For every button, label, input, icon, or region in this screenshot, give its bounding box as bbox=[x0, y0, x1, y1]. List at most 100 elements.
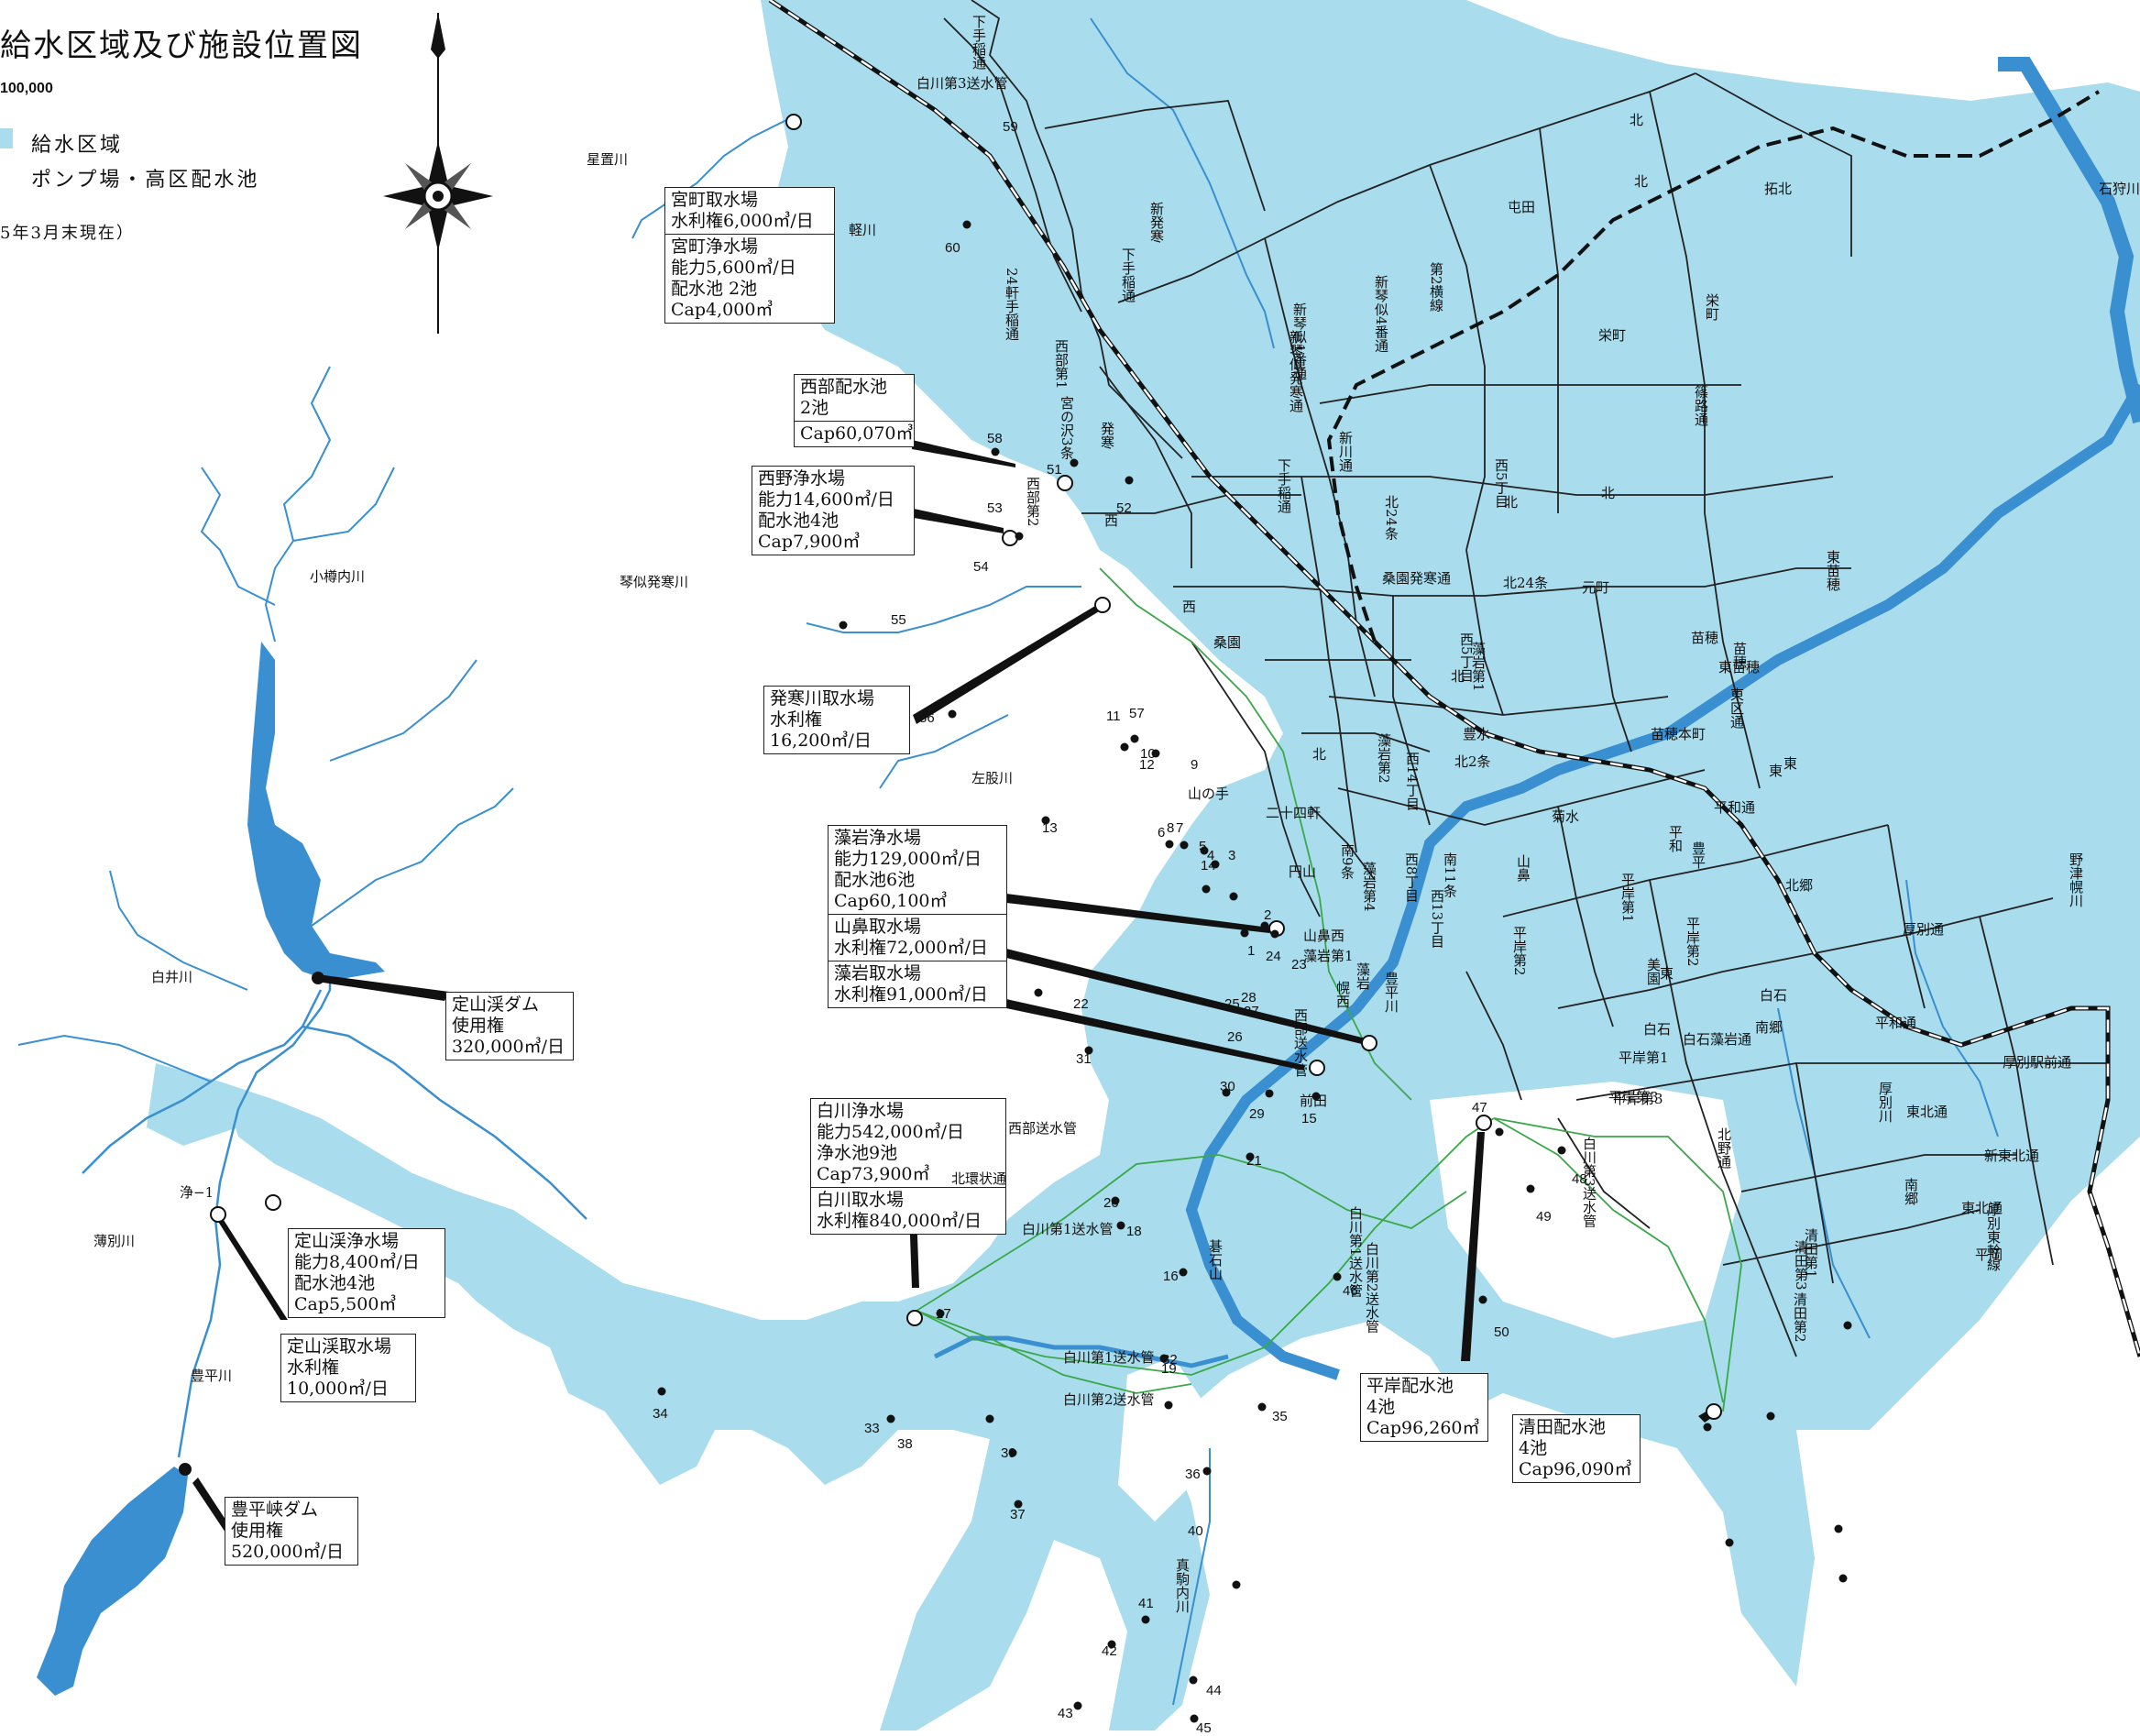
pump-station-number: 2 bbox=[1264, 907, 1272, 923]
vertical-place-label: 北 bbox=[1502, 495, 1519, 509]
facility-line: 16,200㎥/日 bbox=[770, 731, 872, 751]
pump-station-number: 47 bbox=[1472, 1100, 1487, 1115]
pump-station-number: 27 bbox=[1244, 1004, 1259, 1019]
vertical-place-label: 西13丁目 bbox=[1429, 889, 1445, 949]
facility-line: 白川取水場 bbox=[817, 1190, 905, 1210]
vertical-place-label: 南郷 bbox=[1903, 1178, 1919, 1205]
place-label: 浄−1 bbox=[180, 1184, 214, 1201]
pump-station-number: 43 bbox=[1058, 1706, 1073, 1721]
place-label: 薄別川 bbox=[93, 1233, 136, 1249]
dam-lakes bbox=[37, 642, 385, 1696]
facility-line: Cap5,500㎥ bbox=[294, 1294, 397, 1314]
facility-line: 定山渓浄水場 bbox=[294, 1231, 400, 1251]
place-label: 厚別駅前通 bbox=[2003, 1054, 2072, 1071]
facility-line: 使用権 bbox=[231, 1521, 284, 1541]
vertical-place-label: 北 bbox=[1311, 747, 1327, 761]
vertical-place-label: 東 bbox=[1658, 966, 1674, 980]
vertical-place-label: 平岸第2 bbox=[1685, 917, 1701, 967]
pump-station-number: 58 bbox=[987, 431, 1003, 446]
facility-line: 配水池4池 bbox=[758, 511, 840, 531]
facility-line: 浄水池9池 bbox=[817, 1143, 898, 1163]
facility-markers bbox=[179, 114, 1722, 1476]
vertical-place-label: 西 bbox=[1103, 513, 1119, 527]
place-label: 桑園発寒通 bbox=[1382, 570, 1452, 587]
vertical-place-label: 北 bbox=[1632, 174, 1649, 188]
place-label: 東北通 bbox=[1961, 1200, 2003, 1216]
place-label: 北環状通 bbox=[951, 1170, 1007, 1187]
map-scale: 100,000 bbox=[0, 81, 53, 96]
pump-station-number: 54 bbox=[973, 559, 989, 575]
railways bbox=[768, 0, 2140, 1357]
facility-line: Cap96,090㎥ bbox=[1519, 1459, 1632, 1479]
facility-line: 能力129,000㎥/日 bbox=[834, 849, 982, 869]
supply-area bbox=[147, 0, 2140, 1731]
pump-station-number: 37 bbox=[1010, 1507, 1026, 1522]
place-label: 北24条 bbox=[1503, 575, 1549, 591]
pump-station-number: 7 bbox=[1176, 820, 1184, 836]
place-label: 平岸第3 bbox=[1613, 1091, 1663, 1107]
pump-station-number: 22 bbox=[1073, 996, 1089, 1012]
pump-station-number: 25 bbox=[1224, 996, 1240, 1012]
vertical-place-label: 南11条 bbox=[1442, 852, 1458, 898]
legend-swatch bbox=[0, 128, 13, 148]
pump-station-number: 28 bbox=[1241, 990, 1257, 1005]
vertical-place-label: 発寒 bbox=[1099, 422, 1115, 449]
pump-station-number: 32 bbox=[1162, 1352, 1178, 1368]
facility-line: 能力5,600㎥/日 bbox=[671, 258, 796, 278]
facility-line: 配水池 2池 bbox=[671, 279, 758, 299]
pump-station-number: 39 bbox=[1001, 1445, 1016, 1461]
pump-station-number: 48 bbox=[1572, 1171, 1587, 1187]
pump-station-number: 20 bbox=[1103, 1195, 1119, 1211]
pump-station-number: 53 bbox=[987, 500, 1003, 516]
facility-line: 水利権 bbox=[770, 709, 823, 730]
vertical-place-label: 第2横線 bbox=[1428, 262, 1444, 313]
legend-supply-area: 給水区域 bbox=[31, 134, 124, 157]
pump-station-number: 52 bbox=[1116, 500, 1132, 516]
place-label: 南郷 bbox=[1755, 1019, 1783, 1036]
place-label: 東 bbox=[1769, 763, 1783, 779]
facility-line: 山鼻取水場 bbox=[834, 917, 922, 937]
vertical-place-label: 真駒内川 bbox=[1174, 1558, 1191, 1613]
as-of-date: 5年3月末現在） bbox=[0, 224, 135, 243]
vertical-place-label: 新琴似発寒通 bbox=[1288, 330, 1304, 412]
facility-line: 4池 bbox=[1366, 1397, 1396, 1417]
facility-line: 白川浄水場 bbox=[817, 1101, 905, 1121]
place-label: 白川第1送水管 bbox=[1022, 1221, 1114, 1237]
facility-line: 宮町浄水場 bbox=[671, 236, 759, 257]
facility-line: 藻岩取水場 bbox=[834, 963, 922, 983]
place-label: 菊水 bbox=[1552, 808, 1580, 825]
vertical-place-label: 下手稲通 bbox=[1276, 458, 1292, 513]
place-label: 円山 bbox=[1289, 863, 1317, 880]
pump-station-number: 26 bbox=[1227, 1029, 1243, 1045]
vertical-place-label: 美園 bbox=[1645, 958, 1662, 985]
box-separator bbox=[665, 234, 834, 235]
place-label: 白井川 bbox=[151, 969, 193, 985]
vertical-place-label: 豊平川 bbox=[1383, 972, 1399, 1013]
facility-line: Cap4,000㎥ bbox=[671, 300, 774, 320]
vertical-place-label: 北24条 bbox=[1383, 495, 1399, 541]
place-label: 北2条 bbox=[1454, 753, 1491, 770]
place-label: 山の手 bbox=[1188, 786, 1230, 802]
vertical-place-label: 藻岩 bbox=[1355, 962, 1371, 990]
legend-pump-station: ポンプ場・高区配水池 bbox=[31, 169, 260, 192]
vertical-place-label: 下手稲通 bbox=[1120, 247, 1136, 302]
facility-line: 豊平峡ダム bbox=[231, 1500, 319, 1520]
facility-line: 西野浄水場 bbox=[758, 468, 846, 489]
pump-station-number: 59 bbox=[1003, 119, 1018, 135]
place-label: 新東北通 bbox=[1984, 1148, 2040, 1164]
pump-station-number: 36 bbox=[1185, 1467, 1201, 1482]
vertical-place-label: 西部第2 bbox=[1025, 477, 1041, 527]
vertical-place-label: 西8丁目 bbox=[1403, 852, 1420, 903]
vertical-place-label: 白川第1送水管 bbox=[1347, 1206, 1364, 1298]
pump-station-number: 24 bbox=[1266, 949, 1281, 964]
pump-station-number: 29 bbox=[1249, 1106, 1265, 1122]
pump-station-number: 10 bbox=[1140, 746, 1156, 762]
vertical-place-label: 幌西 bbox=[1334, 981, 1351, 1008]
vertical-place-label: 東苗穂 bbox=[1825, 550, 1841, 591]
